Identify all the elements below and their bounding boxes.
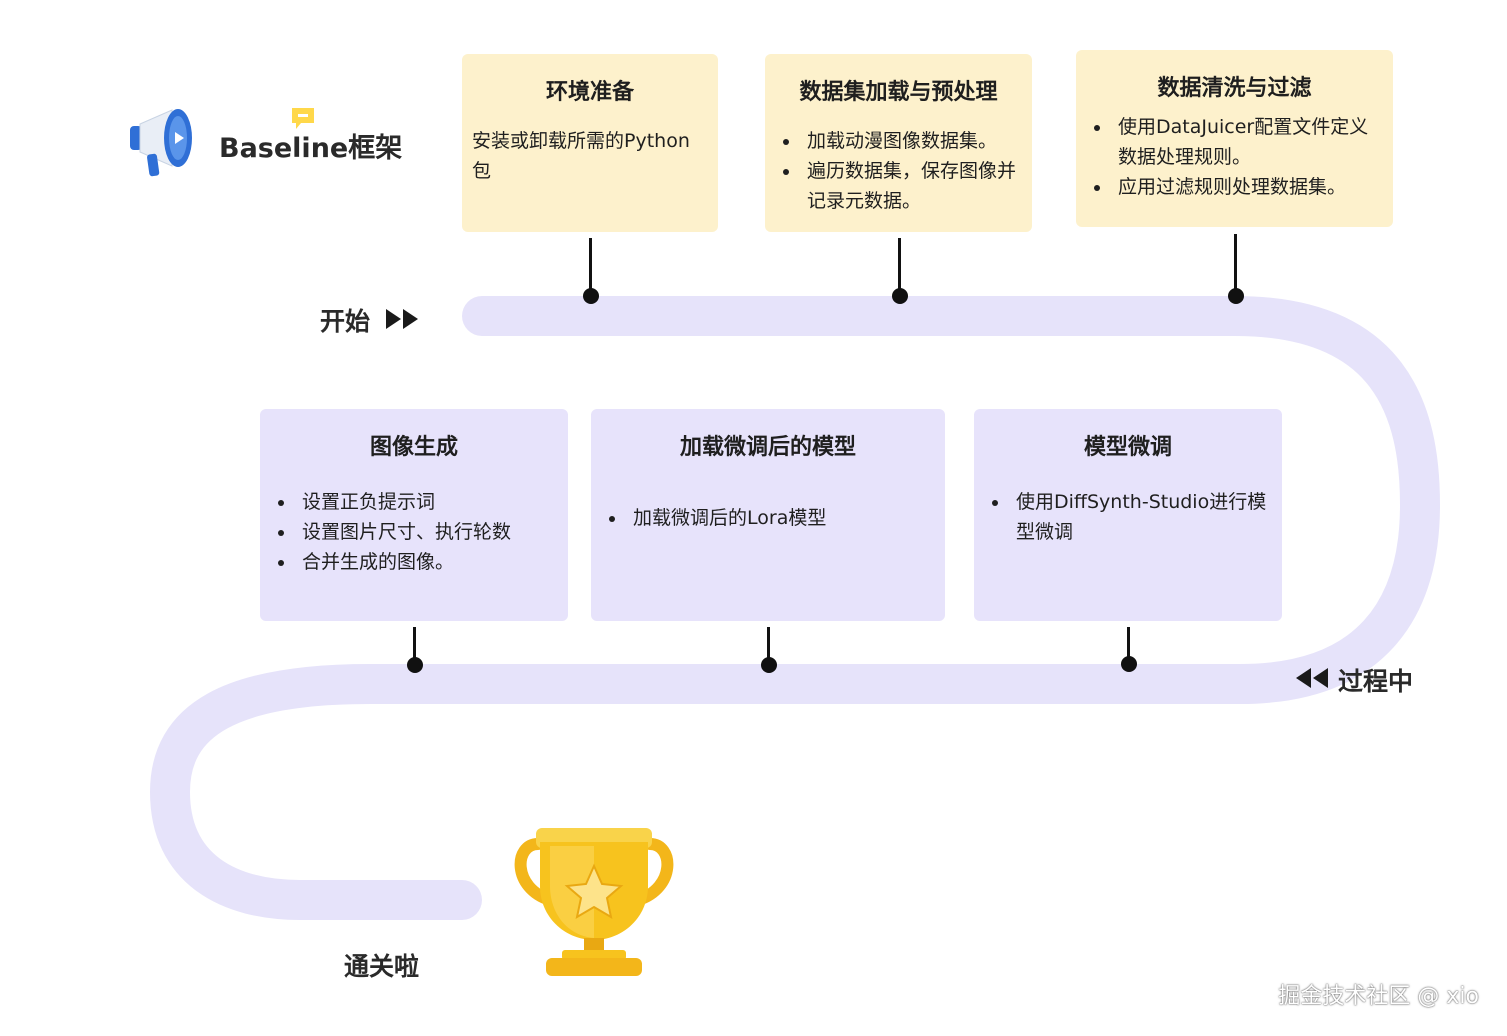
- pin-dot: [761, 657, 777, 673]
- bullet-item: 遍历数据集，保存图像并记录元数据。: [801, 156, 1022, 216]
- pin-dot: [583, 288, 599, 304]
- step-title: 环境准备: [545, 80, 634, 105]
- pin-line: [898, 238, 901, 296]
- step-card-cleaning: 数据清洗与过滤 使用DataJuicer配置文件定义数据处理规则。 应用过滤规则…: [1076, 50, 1393, 227]
- pin-line: [767, 627, 770, 665]
- step-bullets: 使用DiffSynth-Studio进行模型微调: [984, 487, 1272, 547]
- megaphone-icon: [130, 109, 192, 177]
- chat-bubble-icon: [292, 108, 314, 129]
- step-bullets: 加载微调后的Lora模型: [601, 503, 935, 533]
- step-card-dataset: 数据集加载与预处理 加载动漫图像数据集。 遍历数据集，保存图像并记录元数据。: [765, 54, 1032, 232]
- pin-dot: [892, 288, 908, 304]
- pin-line: [1234, 234, 1237, 296]
- bullet-item: 使用DataJuicer配置文件定义数据处理规则。: [1112, 112, 1383, 172]
- bullet-item: 加载动漫图像数据集。: [801, 126, 1022, 156]
- progress-label: 过程中: [1338, 667, 1414, 696]
- brand-title: Baseline框架: [219, 133, 403, 164]
- finish-label: 通关啦: [344, 952, 420, 981]
- step-title: 数据集加载与预处理: [799, 80, 998, 105]
- step-bullets: 使用DataJuicer配置文件定义数据处理规则。 应用过滤规则处理数据集。: [1086, 112, 1383, 202]
- step-bullets: 设置正负提示词 设置图片尺寸、执行轮数 合并生成的图像。: [270, 487, 558, 577]
- start-label: 开始: [320, 307, 371, 336]
- step-card-env: 环境准备 安装或卸载所需的Python包: [462, 54, 718, 232]
- trophy-icon: [514, 828, 674, 976]
- bullet-item: 应用过滤规则处理数据集。: [1112, 172, 1383, 202]
- step-title: 加载微调后的模型: [679, 435, 856, 460]
- watermark: 掘金技术社区 @ xio: [1278, 984, 1479, 1009]
- bullet-item: 设置正负提示词: [296, 487, 558, 517]
- bullet-item: 加载微调后的Lora模型: [627, 503, 935, 533]
- bullet-item: 使用DiffSynth-Studio进行模型微调: [1010, 487, 1272, 547]
- step-title: 模型微调: [1083, 435, 1172, 460]
- pin-line: [589, 238, 592, 296]
- step-card-load-model: 加载微调后的模型 加载微调后的Lora模型: [591, 409, 945, 621]
- pin-line: [1127, 627, 1130, 665]
- step-bullets: 加载动漫图像数据集。 遍历数据集，保存图像并记录元数据。: [775, 126, 1022, 216]
- step-card-finetune: 模型微调 使用DiffSynth-Studio进行模型微调: [974, 409, 1282, 621]
- forward-arrows-icon: [386, 309, 420, 329]
- backward-arrows-icon: [1296, 668, 1330, 688]
- bullet-item: 合并生成的图像。: [296, 547, 558, 577]
- step-card-generation: 图像生成 设置正负提示词 设置图片尺寸、执行轮数 合并生成的图像。: [260, 409, 568, 621]
- bullet-item: 设置图片尺寸、执行轮数: [296, 517, 558, 547]
- pin-dot: [1228, 288, 1244, 304]
- step-text: 安装或卸载所需的Python包: [472, 130, 690, 182]
- pin-dot: [1121, 656, 1137, 672]
- step-title: 数据清洗与过滤: [1157, 76, 1312, 101]
- pin-dot: [407, 657, 423, 673]
- step-title: 图像生成: [369, 435, 458, 460]
- pin-line: [413, 627, 416, 665]
